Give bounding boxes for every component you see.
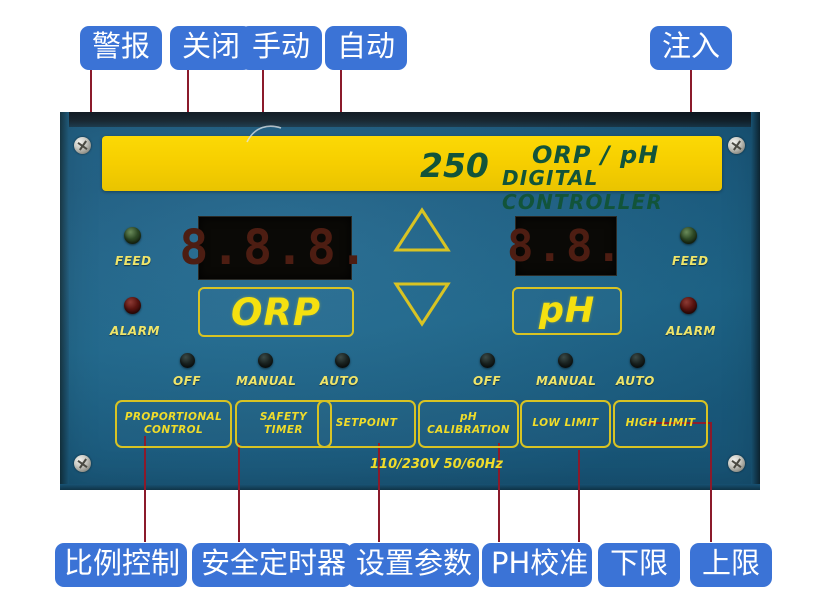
button-ph-calibration-line2: CALIBRATION [427,424,510,436]
callout-low-limit: 下限 [598,543,680,587]
callout-auto: 自动 [325,26,407,70]
callout-safety-timer: 安全定时器 [192,543,352,587]
callout-alarm: 警报 [80,26,162,70]
callout-high-limit-label: 上限 [701,546,760,580]
led-feed-right [680,227,697,244]
led-orp-manual-label: MANUAL [236,374,297,388]
button-low-limit[interactable]: LOW LIMIT [520,400,611,448]
led-ph-off-label: OFF [473,374,502,388]
led-orp-off [180,353,195,368]
callout-high-limit: 上限 [690,543,772,587]
led-alarm-left [124,297,141,314]
led-ph-auto [630,353,645,368]
led-orp-auto [335,353,350,368]
screw-bottom-right [728,455,745,472]
brand-subtitle: DIGITAL CONTROLLER [502,166,664,214]
led-ph-off [480,353,495,368]
ph-display-value: 8.8. [507,220,625,272]
led-feed-right-label: FEED [672,254,709,268]
leader-line-setpoint [378,443,380,542]
brand-title: ORP / pH [532,141,660,169]
leader-line-low-limit [578,450,580,542]
callout-proportional-control-label: 比例控制 [64,546,181,580]
callout-safety-timer-label: 安全定时器 [201,546,347,580]
button-proportional-control-line2: CONTROL [143,424,204,436]
button-high-limit-line1: HIGH LIMIT [625,417,696,430]
callout-feed-label: 注入 [661,29,720,63]
orp-display-value: 8.8.8. [179,220,371,276]
ph-digital-display: 8.8. [507,216,622,276]
leader-line-proportional-control [144,436,146,542]
screw-top-left [74,137,91,154]
led-ph-manual-label: MANUAL [536,374,597,388]
callout-low-limit-label: 下限 [609,546,668,580]
button-proportional-control[interactable]: PROPORTIONAL CONTROL [115,400,232,448]
screw-bottom-left [74,455,91,472]
button-low-limit-line1: LOW LIMIT [532,417,599,430]
led-orp-off-label: OFF [173,374,202,388]
led-feed-left-label: FEED [115,254,152,268]
callout-setpoint: 设置参数 [347,543,479,587]
arrow-down-icon[interactable] [393,280,451,328]
callout-proportional-control: 比例控制 [55,543,187,587]
panel-top-bevel [60,112,760,127]
button-ph-calibration[interactable]: pH CALIBRATION [418,400,519,448]
callout-ph-calibration-label: PH校准 [491,546,589,580]
screw-top-right [728,137,745,154]
button-proportional-control-line1: PROPORTIONAL [124,410,223,423]
leader-line-ph-calibration [498,443,500,542]
led-alarm-left-label: ALARM [110,324,160,338]
orp-label-box: ORP [198,287,354,337]
ph-label-text: pH [538,291,596,331]
button-setpoint-line1: SETPOINT [335,417,398,430]
model-number: 250 [420,146,489,185]
button-high-limit[interactable]: HIGH LIMIT [613,400,708,448]
callout-off: 关闭 [170,26,252,70]
led-alarm-right-label: ALARM [666,324,716,338]
button-safety-timer-line2: TIMER [264,424,303,436]
callout-alarm-label: 警报 [91,29,150,63]
led-orp-auto-label: AUTO [320,374,359,388]
led-orp-manual [258,353,273,368]
led-feed-left [124,227,141,244]
orp-label-text: ORP [230,290,322,334]
led-ph-manual [558,353,573,368]
button-setpoint[interactable]: SETPOINT [317,400,416,448]
panel-right-bevel [751,112,760,490]
callout-feed: 注入 [650,26,732,70]
cable-wisp [246,125,282,143]
button-ph-calibration-line1: pH [459,410,478,423]
voltage-rating-text: 110/230V 50/60Hz [370,457,503,472]
controller-panel: 250 ORP / pH DIGITAL CONTROLLER 8.8.8. O… [60,112,760,490]
led-alarm-right [680,297,697,314]
callout-ph-calibration: PH校准 [482,543,592,587]
leader-line-high-limit-horizontal [645,422,712,424]
panel-bottom-bevel [60,484,760,490]
ph-label-box: pH [512,287,622,335]
led-ph-auto-label: AUTO [616,374,655,388]
arrow-up-icon[interactable] [393,206,451,254]
leader-line-high-limit [710,422,712,542]
callout-off-label: 关闭 [181,29,240,63]
leader-line-safety-timer [238,443,240,542]
button-safety-timer-line1: SAFETY [259,410,308,423]
callout-manual: 手动 [240,26,322,70]
callout-manual-label: 手动 [251,29,310,63]
callout-setpoint-label: 设置参数 [356,546,473,580]
panel-left-bevel [60,112,69,490]
brand-header-plate: 250 ORP / pH DIGITAL CONTROLLER [102,136,722,214]
orp-digital-display: 8.8.8. [179,216,368,280]
button-safety-timer[interactable]: SAFETY TIMER [235,400,332,448]
callout-auto-label: 自动 [336,29,395,63]
